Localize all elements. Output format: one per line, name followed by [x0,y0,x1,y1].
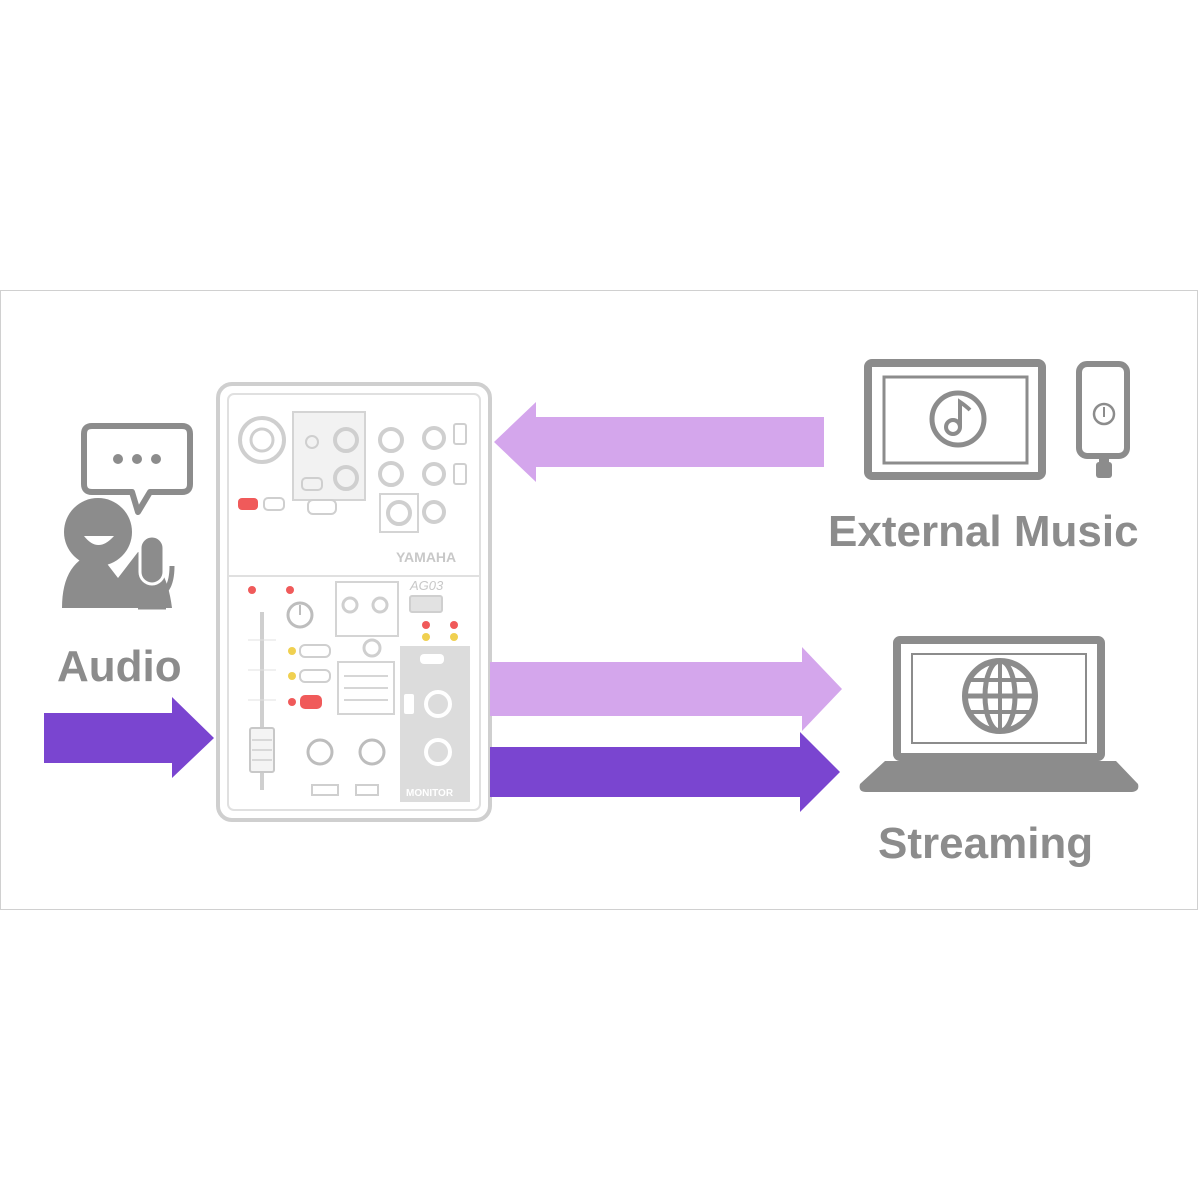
phone-icon [1076,361,1130,478]
external-music-label: External Music [828,507,1139,556]
audio-label: Audio [57,642,182,691]
mixer-model: AG03 [409,578,444,593]
music-note-icon [929,390,987,448]
microphone-icon [129,534,175,610]
mixer-device: YAMAHA AG03 [216,382,492,822]
globe-icon [962,658,1038,734]
laptop-icon [859,636,1139,792]
mixer-monitor-label: MONITOR [406,788,454,799]
speech-bubble-icon [81,423,193,515]
mixer-brand: YAMAHA [396,549,456,565]
external-music-arrow [494,402,824,482]
diagram-frame [0,290,1198,910]
streaming-label: Streaming [878,819,1094,868]
audio-input-arrow [44,697,214,778]
streaming-arrow-dark [490,732,840,812]
tablet-icon [864,359,1046,480]
streaming-arrow-light [490,647,842,731]
